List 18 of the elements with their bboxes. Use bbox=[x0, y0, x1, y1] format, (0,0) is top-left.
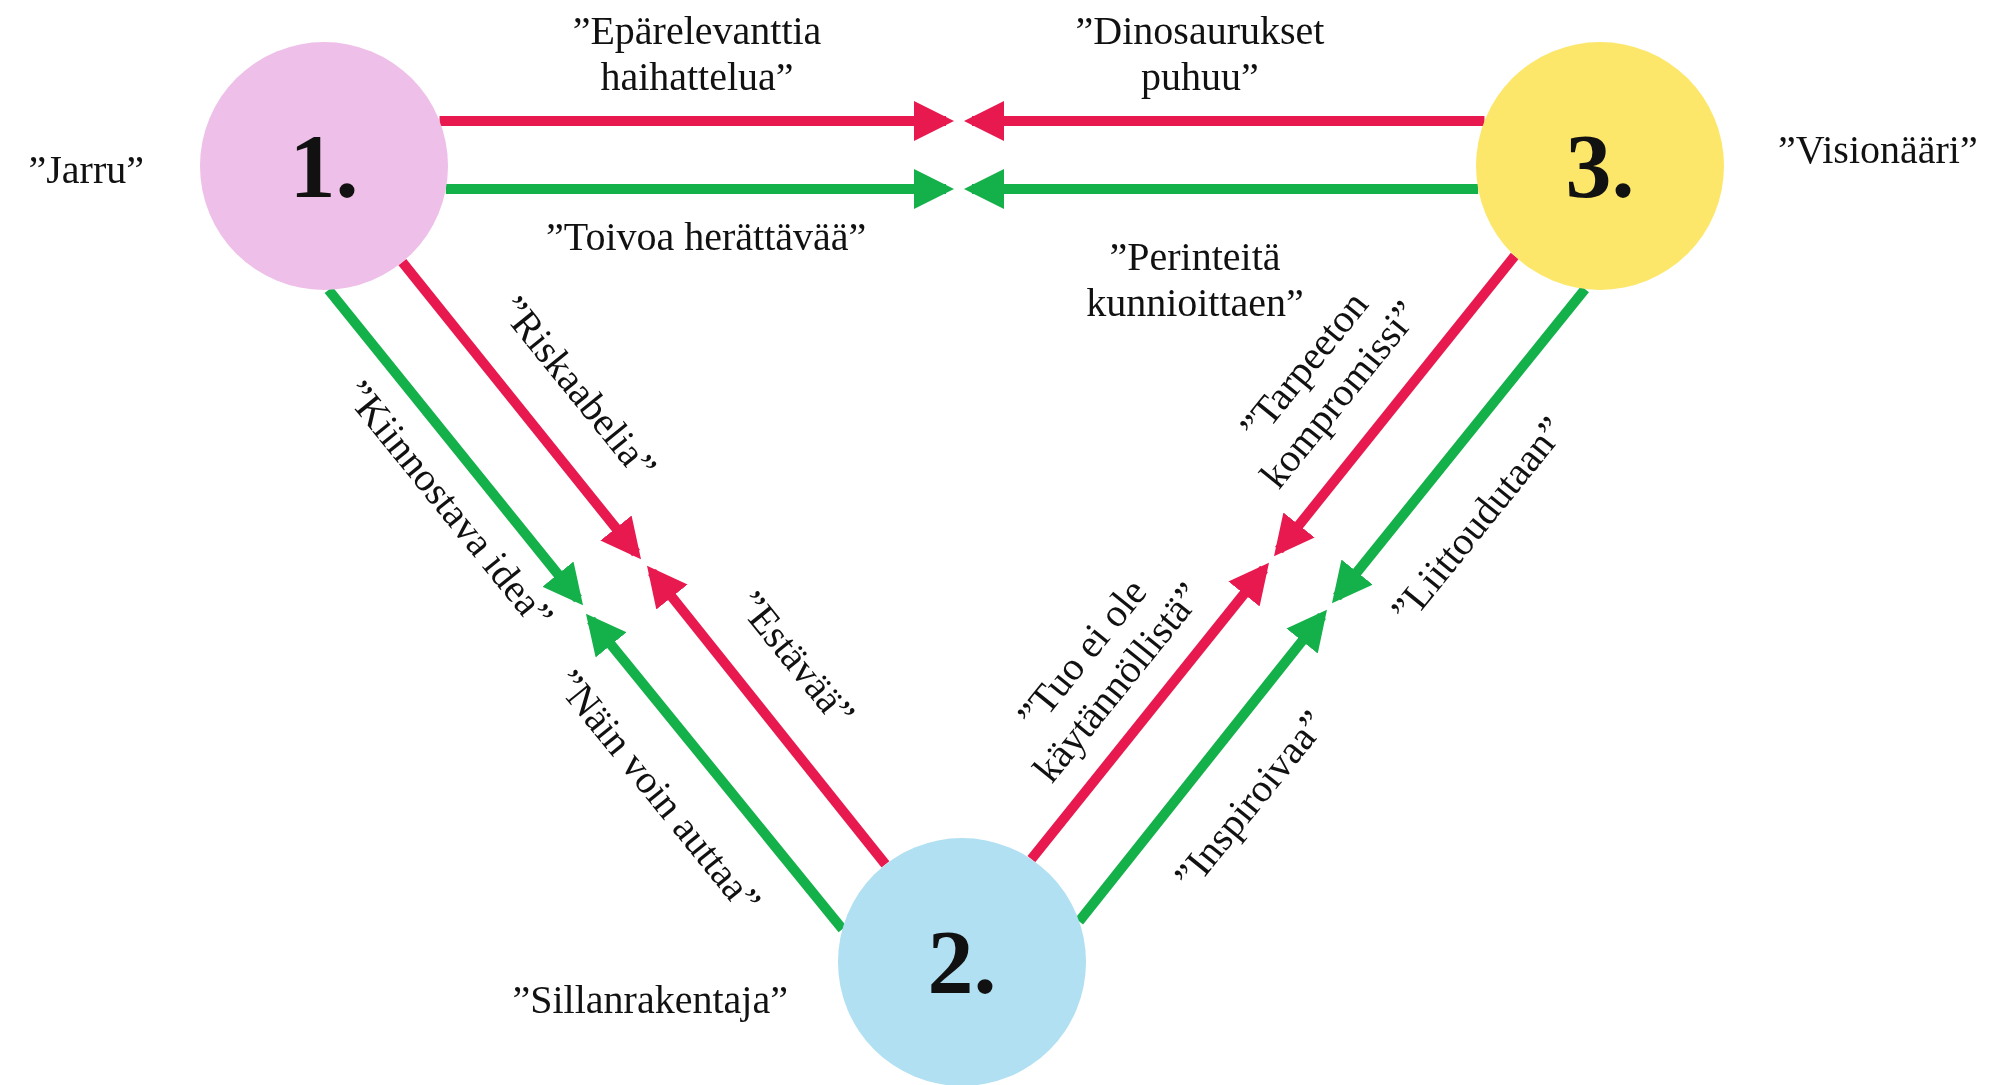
edge-label: ”Toivoa herättävää” bbox=[546, 214, 867, 260]
edge-label: ”Dinosaurukset puhuu” bbox=[1074, 8, 1326, 100]
arrow bbox=[1075, 609, 1327, 925]
role-label: ”Jarru” bbox=[28, 147, 144, 193]
arrow bbox=[964, 101, 1485, 141]
arrow bbox=[964, 169, 1479, 209]
arrow bbox=[1027, 562, 1269, 863]
arrow bbox=[439, 101, 954, 141]
arrow bbox=[445, 169, 954, 209]
role-label: ”Visionääri” bbox=[1778, 127, 1978, 173]
step-number: 3. bbox=[1565, 120, 1635, 212]
arrow bbox=[398, 258, 641, 560]
arrow bbox=[1274, 252, 1519, 557]
arrow bbox=[647, 565, 890, 868]
step-number: 2. bbox=[927, 916, 997, 1008]
role-label: ”Sillanrakentaja” bbox=[512, 977, 788, 1023]
step-number: 1. bbox=[289, 120, 359, 212]
edge-label: ”Epärelevanttia haihattelua” bbox=[571, 8, 823, 100]
